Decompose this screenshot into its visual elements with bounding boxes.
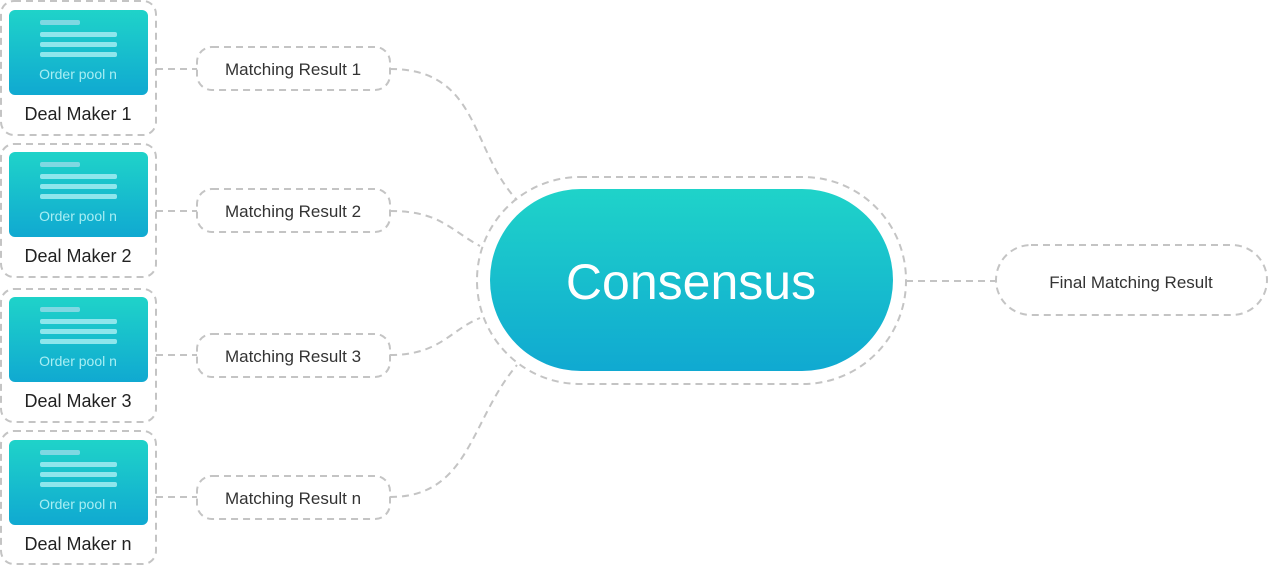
final-result-label: Final Matching Result (1049, 273, 1213, 292)
order-pool-card: Order pool n (9, 440, 148, 525)
order-pool-line (40, 20, 80, 25)
deal-maker-frame (0, 288, 157, 423)
deal-maker-frame (0, 430, 157, 565)
deal-maker-label: Deal Maker 2 (24, 246, 131, 266)
deal-maker-2: Order pool n Deal Maker 2 (0, 143, 157, 278)
matching-result-pill (196, 46, 391, 91)
deal-maker-frame (0, 0, 157, 136)
matching-result-2: Matching Result 2 (196, 188, 391, 233)
order-pool-label: Order pool n (39, 66, 117, 82)
matching-result-n: Matching Result n (196, 475, 391, 520)
deal-maker-1: Order pool n Deal Maker 1 (0, 0, 157, 136)
order-pool-line (40, 184, 117, 189)
consensus-pill (490, 189, 893, 371)
order-pool-line (40, 162, 80, 167)
matching-result-3: Matching Result 3 (196, 333, 391, 378)
maker-connectors (156, 68, 197, 498)
order-pool-line (40, 42, 117, 47)
deal-maker-label: Deal Maker n (24, 534, 131, 554)
order-pool-line (40, 307, 80, 312)
matching-result-1: Matching Result 1 (196, 46, 391, 91)
order-pool-card: Order pool n (9, 10, 148, 95)
deal-maker-label: Deal Maker 3 (24, 391, 131, 411)
order-pool-line (40, 194, 117, 199)
result-2-connector (389, 210, 481, 247)
order-pool-line (40, 462, 117, 467)
final-matching-result: Final Matching Result (995, 244, 1268, 316)
order-pool-line (40, 472, 117, 477)
matching-result-label: Matching Result 1 (225, 60, 361, 79)
consensus-outer-frame (476, 176, 907, 385)
deal-maker-n: Order pool n Deal Maker n (0, 430, 157, 565)
order-pool-label: Order pool n (39, 496, 117, 512)
order-pool-label: Order pool n (39, 208, 117, 224)
deal-maker-frame (0, 143, 157, 278)
order-pool-label: Order pool n (39, 353, 117, 369)
matching-result-pill (196, 475, 391, 520)
order-pool-card: Order pool n (9, 297, 148, 382)
order-pool-card: Order pool n (9, 152, 148, 237)
result-3-connector (389, 317, 481, 356)
matching-result-label: Matching Result n (225, 489, 361, 508)
final-result-pill (995, 244, 1268, 316)
order-pool-line (40, 450, 80, 455)
order-pool-line (40, 174, 117, 179)
deal-maker-3: Order pool n Deal Maker 3 (0, 288, 157, 423)
order-pool-line (40, 32, 117, 37)
deal-maker-label: Deal Maker 1 (24, 104, 131, 124)
consensus-node: Consensus (476, 176, 907, 385)
result-connectors (389, 68, 518, 498)
order-pool-line (40, 482, 117, 487)
matching-result-label: Matching Result 2 (225, 202, 361, 221)
matching-result-pill (196, 333, 391, 378)
order-pool-line (40, 319, 117, 324)
consensus-label: Consensus (566, 254, 816, 310)
order-pool-line (40, 339, 117, 344)
result-1-connector (389, 68, 518, 201)
matching-result-pill (196, 188, 391, 233)
result-n-connector (389, 364, 518, 498)
order-pool-line (40, 329, 117, 334)
order-pool-line (40, 52, 117, 57)
matching-result-label: Matching Result 3 (225, 347, 361, 366)
